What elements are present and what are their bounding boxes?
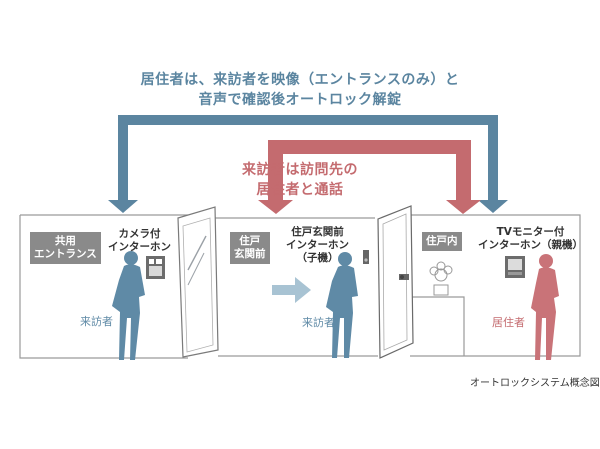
zone-tag-line: エントランス	[34, 248, 97, 260]
resident-control-caption: 居住者は、来訪者を映像（エントランスのみ）と 音声で確認後オートロック解錠	[0, 70, 600, 110]
visitor-label-door: 来訪者	[302, 316, 335, 329]
camera-intercom-label: カメラ付 インターホン	[108, 228, 171, 254]
entrance-door	[177, 206, 219, 358]
label-line: TVモニター付	[496, 226, 565, 238]
plant-decoration	[429, 261, 453, 296]
zone-tag-front-door: 住戸 玄関前	[230, 232, 270, 264]
caption-line: 居住者は、来訪者を映像（エントランスのみ）と	[140, 72, 460, 88]
visitor-figure-door	[326, 252, 358, 358]
zone-tag-line: 住戸	[239, 235, 261, 247]
visitor-call-caption: 来訪者は訪問先の 居住者と通話	[0, 160, 600, 200]
door-intercom-label: 住戸玄関前 インターホン （子機）	[286, 226, 349, 265]
caption-line: 来訪者は訪問先の	[242, 162, 358, 178]
caption-line: 音声で確認後オートロック解錠	[198, 92, 402, 108]
monitor-intercom-label: TVモニター付 インターホン（親機）	[478, 226, 583, 252]
camera-intercom-device	[146, 256, 165, 279]
label-line: インターホン	[108, 241, 171, 253]
label-line: カメラ付	[118, 228, 161, 240]
monitor-intercom-device	[505, 256, 525, 278]
visitor-label-entrance: 来訪者	[80, 315, 113, 328]
resident-figure	[531, 254, 559, 360]
zone-tag-inside: 住戸内	[422, 232, 462, 251]
zone-tag-entrance: 共用 エントランス	[30, 232, 101, 264]
label-line: 住戸玄関前	[291, 226, 344, 238]
door-intercom-device	[363, 250, 369, 264]
red-arrow	[258, 140, 481, 214]
visitor-figure-entrance	[112, 251, 145, 360]
figure-caption: オートロックシステム概念図	[470, 378, 600, 389]
label-line: インターホン（親機）	[478, 239, 583, 251]
zone-tag-line: 共用	[54, 235, 76, 247]
label-line: （子機）	[296, 252, 339, 264]
zone-tag-line: 住戸内	[426, 235, 458, 247]
caption-line: 居住者と通話	[256, 182, 344, 198]
resident-label: 居住者	[492, 316, 525, 329]
unit-door	[377, 205, 414, 359]
zone-tag-line: 玄関前	[234, 248, 266, 260]
blue-arrow	[108, 115, 508, 213]
direction-arrow	[272, 277, 311, 303]
label-line: インターホン	[286, 239, 349, 251]
